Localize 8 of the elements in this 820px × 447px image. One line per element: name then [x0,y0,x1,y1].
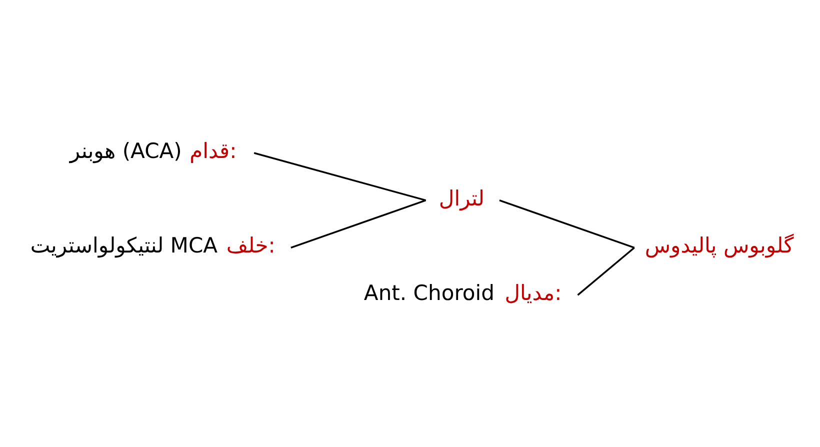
node-text: لنتیکولواستریت MCA خلف: [30,232,276,258]
connector [290,199,426,248]
connector [499,199,635,248]
connector [577,246,635,296]
node-text: لترال [438,184,484,210]
node-text: هوبنر (ACA) قدام: [70,137,237,162]
node-text: گلوبوس پالیدوس [644,232,794,258]
connector [254,152,426,201]
